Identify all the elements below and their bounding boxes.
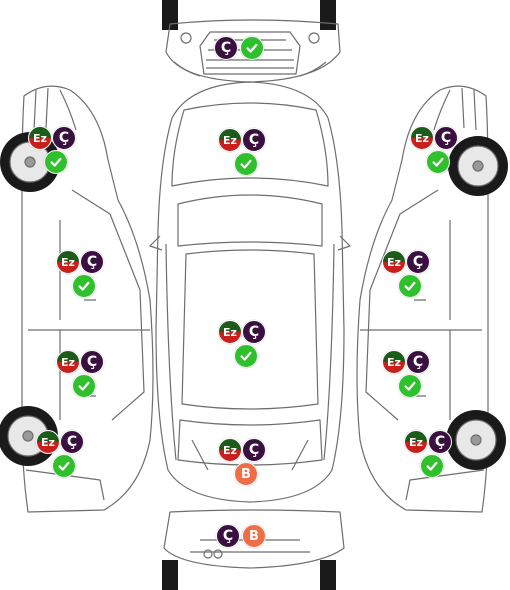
- right-front-door-marker-cizik[interactable]: Ç: [406, 250, 430, 274]
- right-front-fender-marker-ez[interactable]: Ez: [410, 126, 434, 150]
- rear-bumper-outline: [162, 509, 345, 590]
- marker-label: Ç: [58, 130, 70, 146]
- left-front-fender-marker-ok[interactable]: [44, 150, 68, 174]
- front-bumper-marker-ok[interactable]: [240, 36, 264, 60]
- right-rear-quarter-marker-ez[interactable]: Ez: [404, 430, 428, 454]
- left-rear-door-marker-ez[interactable]: Ez: [56, 350, 80, 374]
- left-front-fender-marker-ez[interactable]: Ez: [28, 126, 52, 150]
- trunk-marker-cizik[interactable]: Ç: [242, 438, 266, 462]
- marker-label: Ez: [223, 133, 237, 147]
- marker-label: Ç: [248, 132, 260, 148]
- check-icon: [404, 281, 416, 291]
- marker-label: Ez: [41, 435, 55, 449]
- right-rear-quarter-marker-cizik[interactable]: Ç: [428, 430, 452, 454]
- hood-marker-ok[interactable]: [234, 152, 258, 176]
- left-front-fender-marker-cizik[interactable]: Ç: [52, 126, 76, 150]
- right-rear-quarter-marker-ok[interactable]: [420, 454, 444, 478]
- left-rear-door-marker-cizik[interactable]: Ç: [80, 350, 104, 374]
- left-rear-quarter-marker-ok[interactable]: [52, 454, 76, 478]
- left-rear-door-marker-ok[interactable]: [72, 374, 96, 398]
- marker-label: Ç: [412, 354, 424, 370]
- marker-label: Ç: [434, 434, 446, 450]
- right-rear-door-marker-ok[interactable]: [398, 374, 422, 398]
- left-front-door-marker-ok[interactable]: [72, 274, 96, 298]
- marker-label: Ç: [412, 254, 424, 270]
- marker-label: Ç: [86, 254, 98, 270]
- marker-label: Ez: [61, 355, 75, 369]
- trunk-marker-ez[interactable]: Ez: [218, 438, 242, 462]
- marker-label: Ez: [415, 131, 429, 145]
- marker-label: Ez: [409, 435, 423, 449]
- right-front-door-marker-ez[interactable]: Ez: [382, 250, 406, 274]
- left-wheels: [0, 132, 60, 466]
- check-icon: [432, 157, 444, 167]
- top-view-body: [149, 81, 351, 503]
- marker-label: B: [241, 466, 251, 482]
- marker-label: Ez: [387, 255, 401, 269]
- check-icon: [240, 351, 252, 361]
- rear-bumper-marker-boya[interactable]: B: [242, 524, 266, 548]
- check-icon: [404, 381, 416, 391]
- rear-bumper-marker-cizik[interactable]: Ç: [216, 524, 240, 548]
- marker-label: Ç: [222, 528, 234, 544]
- check-icon: [58, 461, 70, 471]
- front-bumper-marker-cizik[interactable]: Ç: [214, 36, 238, 60]
- trunk-marker-boya[interactable]: B: [234, 462, 258, 486]
- right-rear-door-marker-cizik[interactable]: Ç: [406, 350, 430, 374]
- marker-label: Ç: [66, 434, 78, 450]
- right-wheels: [446, 136, 508, 470]
- marker-label: Ez: [223, 325, 237, 339]
- check-icon: [240, 159, 252, 169]
- left-rear-quarter-marker-cizik[interactable]: Ç: [60, 430, 84, 454]
- marker-label: Ez: [61, 255, 75, 269]
- right-front-fender-marker-cizik[interactable]: Ç: [434, 126, 458, 150]
- check-icon: [246, 43, 258, 53]
- marker-label: Ç: [248, 442, 260, 458]
- marker-label: Ç: [248, 324, 260, 340]
- check-icon: [426, 461, 438, 471]
- hood-marker-cizik[interactable]: Ç: [242, 128, 266, 152]
- marker-label: Ç: [440, 130, 452, 146]
- marker-label: B: [249, 528, 259, 544]
- left-rear-quarter-marker-ez[interactable]: Ez: [36, 430, 60, 454]
- marker-label: Ez: [387, 355, 401, 369]
- right-front-fender-marker-ok[interactable]: [426, 150, 450, 174]
- right-front-door-marker-ok[interactable]: [398, 274, 422, 298]
- roof-marker-ez[interactable]: Ez: [218, 320, 242, 344]
- roof-marker-ok[interactable]: [234, 344, 258, 368]
- marker-label: Ez: [223, 443, 237, 457]
- check-icon: [78, 381, 90, 391]
- check-icon: [78, 281, 90, 291]
- marker-label: Ç: [220, 40, 232, 56]
- check-icon: [50, 157, 62, 167]
- marker-label: Ç: [86, 354, 98, 370]
- left-front-door-marker-cizik[interactable]: Ç: [80, 250, 104, 274]
- marker-label: Ez: [33, 131, 47, 145]
- left-front-door-marker-ez[interactable]: Ez: [56, 250, 80, 274]
- roof-marker-cizik[interactable]: Ç: [242, 320, 266, 344]
- hood-marker-ez[interactable]: Ez: [218, 128, 242, 152]
- right-rear-door-marker-ez[interactable]: Ez: [382, 350, 406, 374]
